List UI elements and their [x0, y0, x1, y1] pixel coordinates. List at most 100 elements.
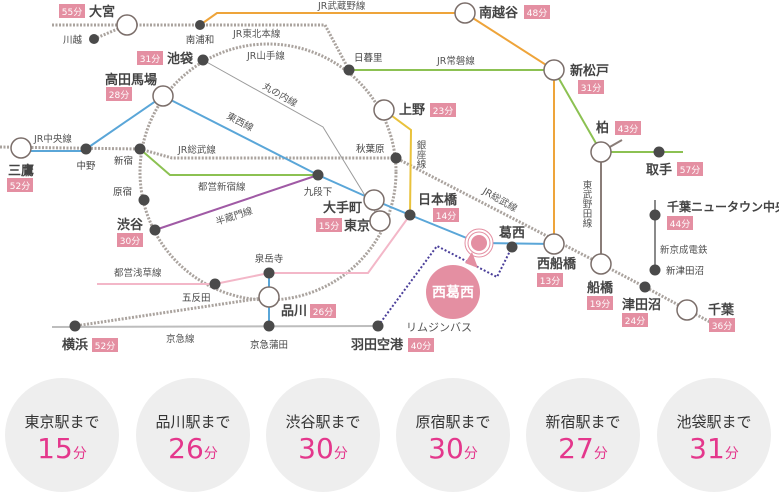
badge-toride: 57分: [680, 165, 700, 176]
station-marker-gotanda[interactable]: [209, 278, 221, 290]
badge-tsudanuma: 24分: [625, 316, 645, 327]
station-marker-kashiwa[interactable]: [590, 141, 612, 163]
ginza-line: [383, 109, 413, 216]
station-marker-shinjuku[interactable]: [134, 143, 146, 155]
label-minamiurawa: 南浦和: [186, 34, 215, 46]
label-haneda: 羽田空港: [351, 337, 404, 353]
station-marker-keikyukamata[interactable]: [263, 320, 275, 332]
label-nihonbashi: 日本橋: [418, 192, 458, 208]
card-label: 品川駅まで: [155, 413, 231, 431]
station-marker-ueno[interactable]: [373, 99, 395, 121]
station-marker-shibuya[interactable]: [149, 224, 161, 236]
label-kashiwa: 柏: [596, 120, 609, 136]
station-marker-shinmatsudo[interactable]: [543, 59, 565, 81]
badge-mitaka: 52分: [10, 181, 30, 192]
line-label-sobu: JR総武線: [177, 144, 216, 156]
station-marker-shinagawa[interactable]: [258, 286, 280, 308]
station-marker-takadanobaba[interactable]: [152, 85, 174, 107]
shinagawa-yokohama-line: [74, 295, 270, 328]
label-mitaka: 三鷹: [8, 163, 34, 179]
card-unit: 分: [333, 446, 348, 462]
station-marker-tsudanuma[interactable]: [639, 281, 651, 293]
station-marker-funabashi[interactable]: [590, 253, 612, 275]
label-omiya: 大宮: [89, 4, 115, 20]
card-unit: 分: [72, 446, 87, 462]
station-marker-nakano[interactable]: [80, 143, 92, 155]
nishikasai-pin: [426, 265, 480, 319]
station-marker-minamikoshigaya[interactable]: [454, 2, 476, 24]
station-marker-ikebukuro[interactable]: [197, 54, 209, 66]
label-kawagoe: 川越: [63, 34, 83, 46]
station-marker-yokohama[interactable]: [69, 320, 81, 332]
marunouchi-line: [202, 59, 381, 221]
line-label-tohoku: JR東北本線: [232, 28, 281, 40]
hanzomon-line: [154, 174, 319, 231]
badge-nishifunabashi: 13分: [540, 276, 560, 287]
badge-shinmatsudo: 31分: [581, 83, 601, 94]
label-harajuku: 原宿: [113, 186, 132, 198]
station-marker-minamiurawa[interactable]: [195, 20, 205, 30]
label-yokohama: 横浜: [62, 337, 88, 353]
station-marker-kudanshita[interactable]: [312, 169, 324, 181]
station-marker-chiba[interactable]: [676, 299, 698, 321]
line-label-toeishinjuku: 都営新宿線: [198, 181, 246, 193]
station-marker-shintsudanuma[interactable]: [649, 264, 661, 276]
sobu-line: [0, 145, 726, 332]
label-takadanobaba: 高田馬場: [105, 72, 157, 88]
station-marker-kawagoe[interactable]: [89, 34, 99, 44]
station-marker-kasai[interactable]: [506, 241, 518, 253]
badge-yokohama: 52分: [95, 341, 115, 352]
station-marker-otemachi[interactable]: [363, 189, 385, 211]
badge-funabashi: 19分: [590, 299, 610, 310]
card-value: 31: [689, 432, 725, 465]
label-shinjuku: 新宿: [114, 155, 133, 167]
label-keikyukamata: 京急蒲田: [250, 339, 288, 351]
station-marker-cnt[interactable]: [649, 209, 661, 221]
station-marker-harajuku[interactable]: [138, 194, 150, 206]
station-marker-nippori[interactable]: [343, 64, 355, 76]
station-marker-omiya[interactable]: [116, 14, 138, 36]
station-marker-sengakuji[interactable]: [263, 267, 275, 279]
badge-tokyo: 15分: [319, 221, 339, 232]
station-marker-mitaka[interactable]: [10, 137, 32, 159]
label-nakano: 中野: [76, 160, 96, 172]
line-label-musashino: JR武蔵野線: [317, 0, 366, 12]
line-label-limousine: リムジンバス: [406, 321, 472, 334]
nishikasai-label: 西葛西: [432, 284, 474, 301]
card-unit: 分: [203, 446, 218, 462]
card-unit: 分: [463, 446, 478, 462]
nishikasai-highlight[interactable]: 西葛西: [426, 228, 494, 319]
station-marker-nihonbashi[interactable]: [404, 209, 416, 221]
line-label-sobu-east: JR総武線: [480, 185, 520, 215]
card-label: 東京駅まで: [24, 413, 100, 431]
card-label: 新宿駅まで: [545, 413, 621, 431]
label-chiba: 千葉: [708, 302, 735, 318]
label-tsudanuma: 津田沼: [622, 297, 661, 313]
station-marker-akihabara[interactable]: [390, 152, 402, 164]
label-ueno: 上野: [399, 103, 425, 118]
line-label-keikyu: 京急線: [166, 333, 195, 345]
label-shibuya: 渋谷: [117, 217, 144, 233]
card-value: 15: [37, 432, 73, 465]
line-label-asakusa: 都営浅草線: [114, 267, 162, 279]
badge-ueno: 23分: [433, 106, 453, 117]
card-unit: 分: [593, 446, 608, 462]
station-marker-toride[interactable]: [653, 146, 665, 158]
label-kasai: 葛西: [498, 225, 525, 241]
station-marker-haneda[interactable]: [372, 320, 384, 332]
station-marker-nishifunabashi[interactable]: [543, 233, 565, 255]
station-marker-tokyo[interactable]: [369, 210, 391, 232]
label-shintsudanuma: 新津田沼: [666, 265, 704, 277]
badge-kashiwa: 43分: [618, 124, 638, 135]
label-ikebukuro: 池袋: [167, 51, 194, 67]
line-label-ginza: 銀座線: [415, 139, 427, 168]
badge-shinagawa: 26分: [313, 307, 333, 318]
line-label-shinkeisei: 新京成電鉄: [660, 244, 708, 256]
label-shinagawa: 品川: [281, 304, 307, 319]
label-nishifunabashi: 西船橋: [537, 256, 577, 272]
